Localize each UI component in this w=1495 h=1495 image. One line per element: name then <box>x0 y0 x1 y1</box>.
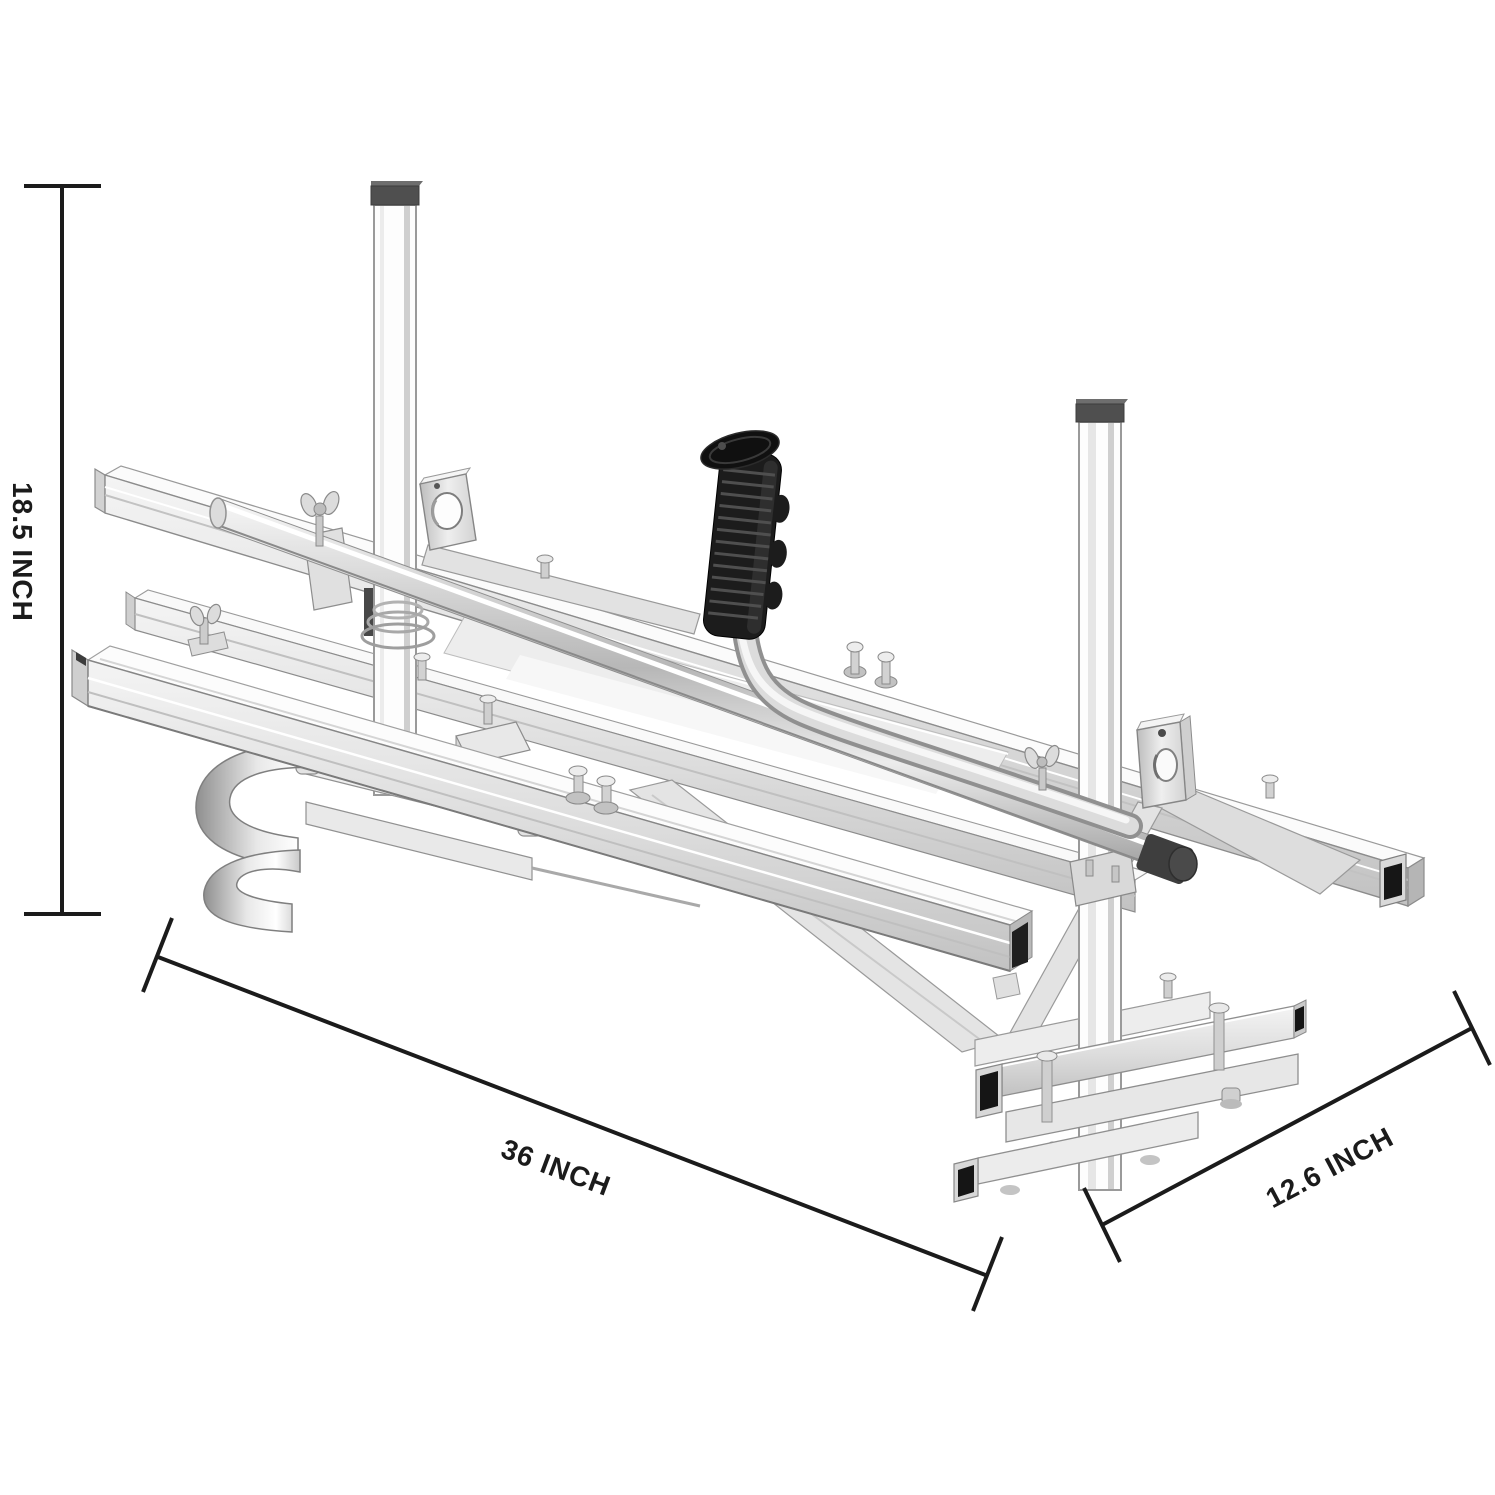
length-dimension-line <box>141 917 1004 1312</box>
height-dimension-line <box>24 184 101 916</box>
spring-stack <box>360 588 436 650</box>
handle-top-cap <box>700 430 780 470</box>
pillow-block-bracket-left <box>418 467 701 635</box>
wing-bolt-middle-rail <box>187 603 229 657</box>
wing-nut-right <box>1024 744 1060 791</box>
clamp-strap-lower <box>203 849 301 933</box>
left-vertical-mast <box>370 181 423 796</box>
left-mast-cap-top <box>371 181 423 186</box>
front-guide-rail <box>71 645 1034 972</box>
right-mast-cap <box>1075 403 1125 423</box>
right-mast-cap-top <box>1076 399 1128 404</box>
rod-clamp-right-mast <box>1069 847 1137 907</box>
handle-grip <box>703 450 790 640</box>
depth-dimension-line <box>1082 990 1492 1263</box>
foot-bar-end-opening <box>980 1071 998 1111</box>
stud-bolts <box>413 554 1279 815</box>
wing-nut-left <box>300 490 340 547</box>
handle-assembly <box>700 430 1143 839</box>
left-mast-cap <box>370 185 420 206</box>
height-dimension-label: 18.5 INCH <box>7 482 38 622</box>
dimension-lines <box>24 184 1492 1312</box>
right-foot-clamp <box>953 999 1307 1203</box>
pillow-block-bracket-right <box>1136 713 1197 809</box>
